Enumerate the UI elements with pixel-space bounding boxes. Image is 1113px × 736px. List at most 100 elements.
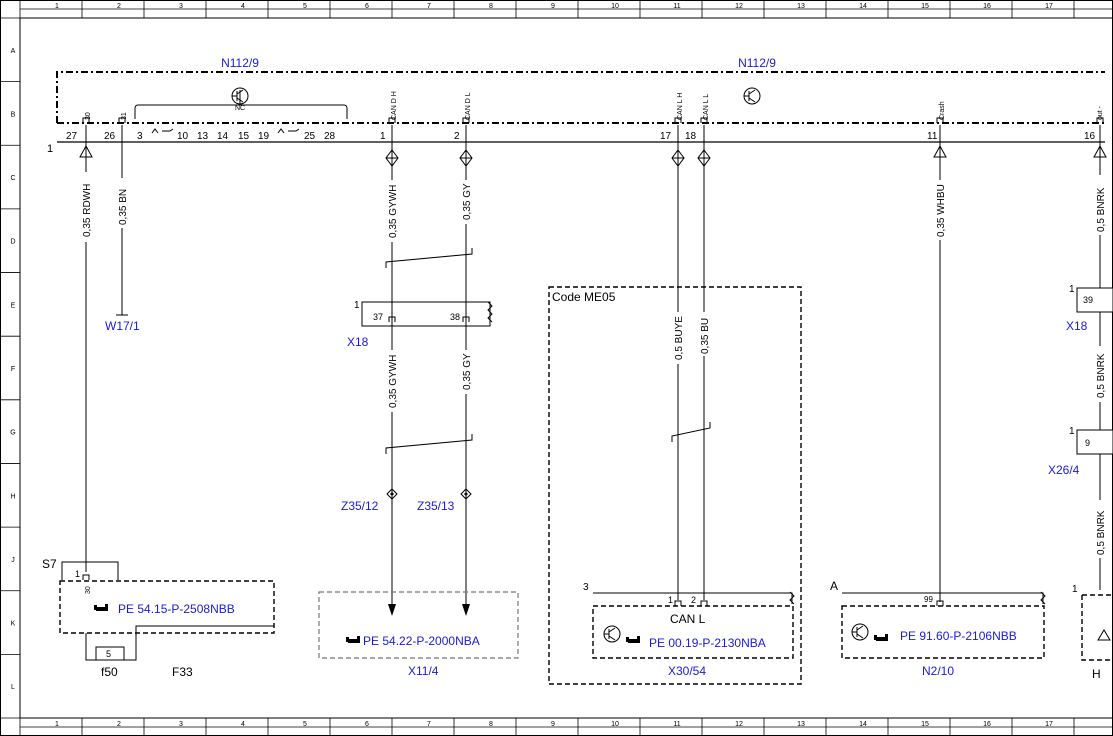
fusebox-f33-label: F33 bbox=[172, 665, 193, 679]
pin-numbers: 27 26 3 10 13 14 15 19 25 28 1 2 17 18 1… bbox=[66, 117, 1104, 142]
fuse-f50-label: f50 bbox=[101, 665, 118, 679]
pin-label-31: 31 bbox=[121, 112, 128, 120]
transistor-icon bbox=[851, 623, 869, 641]
pin-number: 2 bbox=[454, 131, 460, 142]
column-number: 17 bbox=[1045, 721, 1053, 728]
wire-label: 0,5 BNRK bbox=[1096, 510, 1107, 555]
reference-hand-icon bbox=[626, 636, 640, 643]
column-number: 4 bbox=[241, 3, 245, 10]
pin-number: 18 bbox=[685, 131, 697, 142]
pin-label-can-d-l: CAN D L bbox=[465, 92, 472, 120]
x18-pin37: 37 bbox=[373, 312, 383, 322]
reference-pe-91-60[interactable]: PE 91.60-P-2106NBB bbox=[900, 629, 1017, 643]
pin-label-can-l-h: CAN L H bbox=[677, 93, 684, 120]
column-number: 8 bbox=[489, 721, 493, 728]
pin-number: 16 bbox=[1084, 131, 1096, 142]
pin-number: 10 bbox=[177, 131, 189, 142]
pin-number: 19 bbox=[258, 131, 270, 142]
fuse-number: 5 bbox=[106, 649, 111, 659]
row-letter: B bbox=[11, 111, 16, 118]
wire-label: 0,35 GYWH bbox=[388, 355, 399, 408]
option-code-me05: Code ME05 bbox=[548, 286, 802, 685]
row-letter: J bbox=[11, 557, 15, 564]
wire-label: 0,35 BN bbox=[118, 189, 129, 225]
column-number: 17 bbox=[1045, 3, 1053, 10]
column-number: 12 bbox=[735, 721, 743, 728]
pin-number: 15 bbox=[238, 131, 250, 142]
module-label-left: N112/9 bbox=[221, 56, 259, 70]
s7-pin30: 30 bbox=[85, 586, 92, 594]
reference-pe-54-22[interactable]: PE 54.22-P-2000NBA bbox=[363, 634, 480, 648]
can-l-label: CAN L bbox=[670, 612, 706, 626]
row-letter: A bbox=[11, 48, 16, 55]
wire-can-d: 0,35 GYWH 0,35 GY 1 37 38 X18 0,35 GYWH … bbox=[341, 125, 493, 616]
connector-symbol bbox=[79, 145, 93, 160]
pin-number: 3 bbox=[137, 131, 143, 142]
column-number: 3 bbox=[179, 3, 183, 10]
column-number: 8 bbox=[489, 3, 493, 10]
right-pin1: 1 bbox=[1072, 584, 1078, 595]
reference-hand-icon bbox=[874, 634, 888, 641]
row-letter: F bbox=[11, 366, 15, 373]
reference-pe-00-19[interactable]: PE 00.19-P-2130NBA bbox=[649, 636, 766, 650]
connector-x26-4: X26/4 bbox=[1048, 463, 1080, 477]
pin-label-crash: Crash bbox=[939, 101, 946, 120]
row-letter: G bbox=[10, 430, 15, 437]
row-letter: H bbox=[10, 493, 15, 500]
connector-x18-right: X18 bbox=[1066, 319, 1088, 333]
pin-function-labels: 30 31 CAN D H CAN D L CAN L H CAN L L Cr… bbox=[85, 91, 1104, 120]
column-number: 15 bbox=[921, 3, 929, 10]
wire-label: 0,35 BU bbox=[700, 318, 711, 354]
column-number: 9 bbox=[551, 721, 555, 728]
x26-pin9: 9 bbox=[1085, 438, 1090, 448]
wire-label: 0,35 WHBU bbox=[936, 184, 947, 237]
column-number: 15 bbox=[921, 721, 929, 728]
column-number: 2 bbox=[117, 3, 121, 10]
wire-rdwh: 0,35 RDWH bbox=[79, 125, 93, 572]
row-letter: L bbox=[11, 684, 15, 691]
pin-number: 25 bbox=[304, 131, 316, 142]
s7-pin1: 1 bbox=[75, 569, 80, 579]
column-number: 10 bbox=[611, 721, 619, 728]
reference-hand-icon bbox=[346, 636, 360, 643]
x30-pin-2: 2 bbox=[691, 595, 696, 605]
column-number: 3 bbox=[179, 721, 183, 728]
reference-pe-54-15[interactable]: PE 54.15-P-2508NBB bbox=[118, 602, 235, 616]
wire-label: 0,35 GYWH bbox=[388, 185, 399, 238]
column-number: 13 bbox=[797, 721, 805, 728]
pin-label-out: out - bbox=[1097, 105, 1104, 120]
column-number: 13 bbox=[797, 3, 805, 10]
wire-label: 0,35 GY bbox=[462, 353, 473, 390]
nc-label: NC bbox=[235, 105, 245, 112]
pin-number: 26 bbox=[104, 131, 116, 142]
column-number: 14 bbox=[859, 721, 867, 728]
row-letter: C bbox=[10, 175, 15, 182]
x30-pin-1: 1 bbox=[668, 595, 673, 605]
reference-hand-icon bbox=[94, 604, 108, 611]
column-number: 14 bbox=[859, 3, 867, 10]
x26-pin1: 1 bbox=[1069, 426, 1075, 437]
x18r-pin39: 39 bbox=[1083, 295, 1093, 305]
pin-number: 17 bbox=[660, 131, 672, 142]
component-label-x30-54: X30/54 bbox=[668, 664, 706, 678]
pin-label-can-l-l: CAN L L bbox=[703, 94, 710, 120]
component-x30-54: 3 1 2 CAN L PE 00.19-P-2130NBA X30/54 bbox=[583, 582, 795, 678]
module-label-right: N112/9 bbox=[738, 56, 776, 70]
x18-pin38: 38 bbox=[450, 312, 460, 322]
connector-symbol bbox=[1093, 145, 1107, 160]
wire-whbu: 0,35 WHBU bbox=[933, 125, 947, 602]
code-label: Code ME05 bbox=[552, 290, 616, 304]
pin-label-30: 30 bbox=[85, 112, 92, 120]
component-x11-4: PE 54.22-P-2000NBA X11/4 bbox=[318, 591, 519, 678]
column-number: 9 bbox=[551, 3, 555, 10]
splice-label-z35-13: Z35/13 bbox=[417, 499, 455, 513]
wire-bnrk: 0,5 BNRK 1 39 X18 0,5 BNRK 1 9 X26/4 0,5… bbox=[1048, 125, 1113, 681]
wire-bn: 0,35 BN W17/1 bbox=[105, 125, 140, 333]
x18-pin1: 1 bbox=[354, 300, 360, 311]
n2-connector-a: A bbox=[830, 579, 838, 593]
pin-number: 27 bbox=[66, 131, 78, 142]
pin-number: 14 bbox=[217, 131, 229, 142]
s7-label: S7 bbox=[42, 557, 57, 571]
